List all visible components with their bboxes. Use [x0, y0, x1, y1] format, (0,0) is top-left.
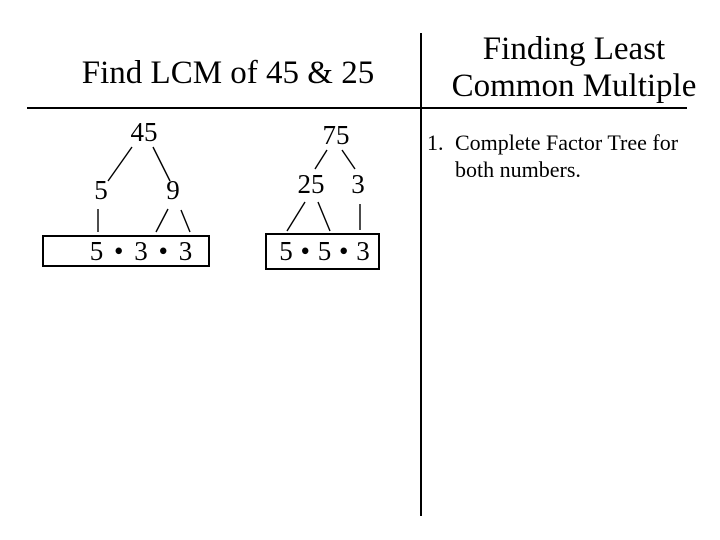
tree-2-product-box: 5 • 5 • 3 — [265, 233, 380, 270]
panel-divider-rule — [420, 33, 422, 516]
tree-2-right-child: 3 — [351, 169, 365, 199]
tree-1-left-child: 5 — [94, 175, 108, 205]
tree-1-root: 45 — [130, 117, 158, 147]
tree-1-right-child: 9 — [166, 175, 180, 205]
branch-line — [286, 201, 306, 232]
right-panel-title-line-1: Finding Least — [482, 31, 666, 67]
branch-line — [180, 209, 191, 233]
branch-line — [107, 146, 133, 182]
step-1-number: 1. — [427, 130, 444, 155]
tree-1-product-box: 5 • 3 • 3 — [42, 235, 210, 267]
branch-line — [341, 149, 356, 170]
branch-line — [314, 149, 328, 170]
tree-2-left-child: 25 — [297, 169, 325, 199]
branch-line — [317, 201, 331, 232]
left-panel-title: Find LCM of 45 & 25 — [81, 55, 375, 91]
tree-2-root: 75 — [322, 120, 350, 150]
right-panel-title-line-2: Common Multiple — [451, 68, 697, 104]
right-panel-title: Finding Least Common Multiple — [434, 31, 714, 105]
title-underline-rule — [27, 107, 687, 109]
branch-line — [155, 208, 169, 233]
step-1-text: Complete Factor Tree for both numbers. — [455, 130, 679, 182]
